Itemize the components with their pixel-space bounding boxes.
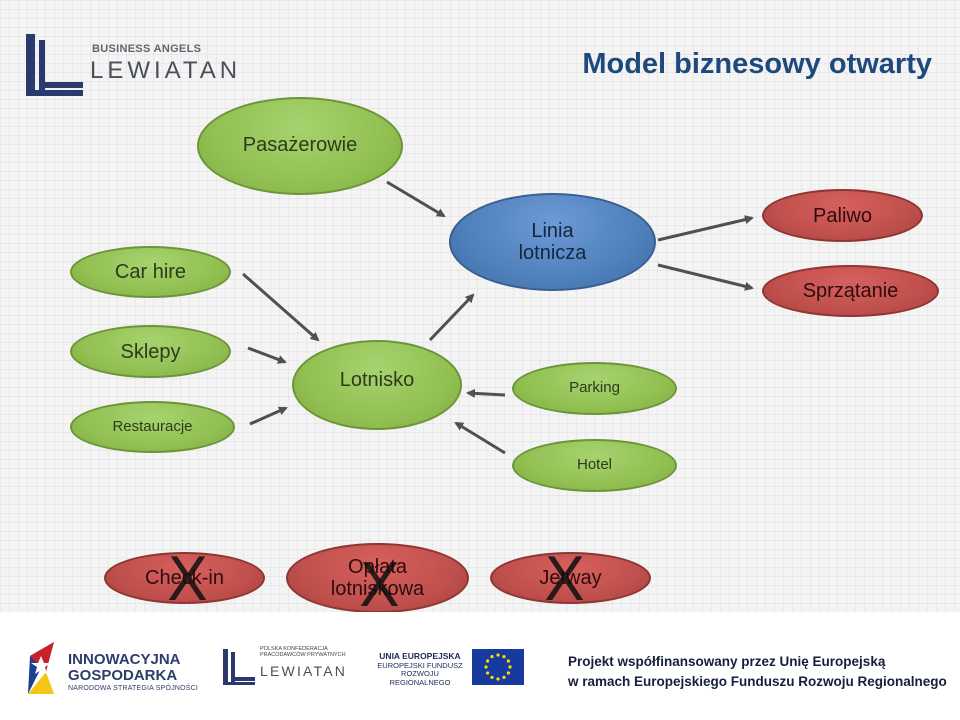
node-car-hire: Car hire [70, 246, 231, 298]
x-mark-jetway: X [544, 545, 586, 615]
unia-line-1: UNIA EUROPEJSKA [379, 651, 461, 661]
node-parking-label: Parking [569, 379, 620, 397]
node-check-in-label: Check-in [145, 567, 224, 589]
arrow-lotnisko-to-linia [428, 293, 475, 342]
footer-funding-bar: INNOWACYJNA GOSPODARKA NARODOWA STRATEGI… [0, 612, 960, 720]
projekt-line-2: w ramach Europejskiego Funduszu Rozwoju … [568, 673, 947, 689]
innowacyjna-line-1: INNOWACYJNA [68, 651, 181, 668]
node-oplata-label: Opłata lotniskowa [330, 556, 425, 600]
node-lotnisko: Lotnisko [292, 340, 462, 430]
eu-stars-icon [484, 653, 512, 681]
arrow-hotel-to-lotnisko [454, 421, 506, 455]
node-sprzatanie-label: Sprzątanie [802, 280, 899, 302]
node-paliwo: Paliwo [762, 189, 923, 242]
arrow-restauracje-to-lotnisko [249, 406, 288, 426]
node-jetway: Jetway [490, 552, 651, 604]
arrow-parking-to-lotnisko [466, 388, 506, 398]
innowacyjna-line-2: GOSPODARKA [68, 667, 178, 684]
node-oplata-lotniskowa: Opłata lotniskowa [286, 543, 469, 613]
node-linia-lotnicza: Linia lotnicza [449, 193, 656, 291]
node-restauracje: Restauracje [70, 401, 235, 453]
business-angels-lewiatan-logo: BUSINESS ANGELS LEWIATAN [24, 32, 244, 102]
node-jetway-label: Jetway [539, 567, 602, 589]
logo-top-text: BUSINESS ANGELS [92, 43, 202, 55]
node-check-in: Check-in [104, 552, 265, 604]
node-hotel-label: Hotel [576, 456, 613, 474]
page-title: Model biznesowy otwarty [582, 48, 932, 80]
innowacyjna-star-icon [28, 642, 54, 694]
unia-line-2: EUROPEJSKI FUNDUSZ [377, 660, 463, 670]
node-sklepy-label: Sklepy [120, 340, 181, 363]
node-paliwo-label: Paliwo [813, 204, 872, 227]
projekt-line-1: Projekt współfinansowany przez Unię Euro… [568, 654, 886, 669]
unia-europejska-text: UNIA EUROPEJSKA EUROPEJSKI FUNDUSZ ROZWO… [370, 651, 470, 688]
arrow-pasazerowie-to-linia [386, 180, 446, 218]
konfederacja-lewiatan-logo: POLSKA KONFEDERACJA PRACODAWCÓW PRYWATNY… [222, 646, 352, 690]
lewiatan-logo-icon [26, 34, 83, 96]
x-mark-check-in: X [167, 545, 209, 615]
x-mark-oplata: X [359, 551, 401, 621]
arrow-sklepy-to-lotnisko [247, 346, 287, 364]
node-lotnisko-label: Lotnisko [339, 369, 415, 391]
node-sklepy: Sklepy [70, 325, 231, 378]
logo-bottom-text: LEWIATAN [90, 57, 242, 84]
arrow-carhire-to-lotnisko [242, 272, 320, 342]
node-parking: Parking [512, 362, 677, 415]
arrow-linia-to-paliwo [657, 215, 754, 242]
konfederacja-line-2: LEWIATAN [260, 663, 348, 679]
node-pasazerowie: Pasażerowie [197, 97, 403, 195]
node-pasazerowie-label: Pasażerowie [242, 133, 358, 156]
node-hotel: Hotel [512, 439, 677, 492]
innowacyjna-line-3: NARODOWA STRATEGIA SPÓJNOŚCI [68, 685, 199, 692]
innowacyjna-gospodarka-logo: INNOWACYJNA GOSPODARKA NARODOWA STRATEGI… [24, 638, 199, 698]
node-linia-label: Linia lotnicza [518, 220, 587, 264]
unia-line-3: ROZWOJU REGIONALNEGO [389, 669, 451, 688]
projekt-text: Projekt współfinansowany przez Unię Euro… [568, 652, 948, 691]
node-car-hire-label: Car hire [114, 261, 187, 283]
konfederacja-line-1: POLSKA KONFEDERACJA PRACODAWCÓW PRYWATNY… [260, 646, 346, 659]
arrow-linia-to-sprzatanie [657, 263, 754, 291]
lewiatan-small-logo-icon [223, 649, 255, 685]
eu-flag-icon [472, 649, 524, 685]
node-sprzatanie: Sprzątanie [762, 265, 939, 317]
node-restauracje-label: Restauracje [112, 417, 193, 435]
